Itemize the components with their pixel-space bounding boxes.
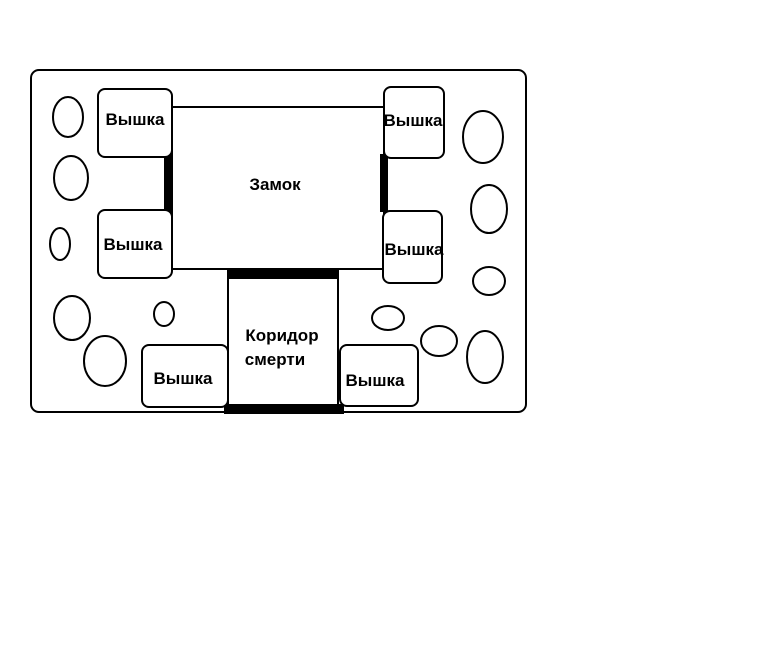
corridor-label-line2: смерти <box>245 350 305 369</box>
rock <box>52 96 84 138</box>
rock <box>466 330 504 384</box>
tower-bottom-left <box>141 344 229 408</box>
rocks <box>49 96 508 387</box>
corridor-gate-top <box>228 268 338 279</box>
castle-block <box>171 106 385 270</box>
rock <box>472 266 506 296</box>
tower-top-right-label: Вышка <box>384 111 443 130</box>
rock <box>53 155 89 201</box>
tower-mid-left <box>97 209 173 279</box>
tower-bottom-right-label: Вышка <box>346 371 405 390</box>
corridor-label-line1: Коридор <box>245 326 318 345</box>
wall-segment-right <box>380 154 388 212</box>
rock <box>470 184 508 234</box>
tower-top-left <box>97 88 173 158</box>
tower-bottom-right <box>339 344 419 407</box>
wall-segment-left <box>164 154 172 212</box>
rock <box>462 110 504 164</box>
rock <box>83 335 127 387</box>
tower-bottom-left-label: Вышка <box>154 369 213 388</box>
rock <box>420 325 458 357</box>
rock <box>371 305 405 331</box>
tower-mid-right-label: Вышка <box>385 240 444 259</box>
corridor-gate-bottom <box>224 404 344 414</box>
rock <box>49 227 71 261</box>
rock <box>53 295 91 341</box>
tower-top-left-label: Вышка <box>106 110 165 129</box>
tower-mid-left-label: Вышка <box>104 235 163 254</box>
tower-mid-right <box>382 210 443 284</box>
tower-top-right <box>383 86 445 159</box>
castle-label: Замок <box>249 175 301 194</box>
rock <box>153 301 175 327</box>
